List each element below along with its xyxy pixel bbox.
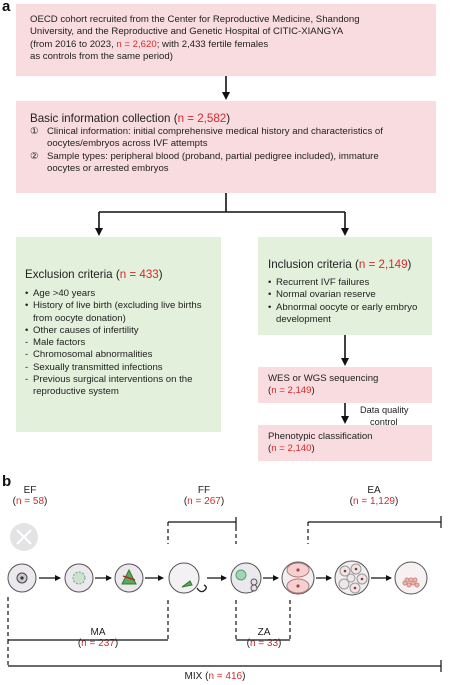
blastocyst-icon — [394, 561, 428, 595]
exclusion-dash: Previous surgical interventions on the r… — [25, 374, 215, 399]
exclusion-n: n = 433 — [119, 268, 159, 281]
cohort-line-3: (from 2016 to 2023, n = 2,620; with 2,43… — [30, 38, 269, 50]
panel-a-label: a — [2, 0, 11, 15]
basic-info-box: Basic information collection (n = 2,582)… — [16, 101, 436, 193]
group-ef-name: EF — [23, 485, 37, 496]
basic-item-1: ① Clinical information: initial comprehe… — [30, 126, 383, 150]
cohort-line-4: as controls from the same period) — [30, 50, 173, 62]
group-ef-label: EF (n = 58) — [2, 485, 58, 507]
group-ma-n-line: (n = 237) — [77, 638, 119, 649]
group-ff-n-line: (n = 267) — [183, 496, 225, 507]
exclusion-box: Exclusion criteria (n = 433) Age >40 yea… — [16, 237, 221, 432]
group-mix-label: MIX (n = 416) — [160, 671, 270, 682]
phenotype-label: Phenotypic classification — [268, 431, 373, 442]
exclusion-bullets: Age >40 years History of live birth (exc… — [25, 288, 215, 337]
basic-info-n: n = 2,582 — [177, 112, 227, 125]
inclusion-n: n = 2,149 — [358, 258, 408, 271]
exclusion-bullet: Age >40 years — [25, 288, 215, 301]
group-mix-n-line: MIX (n = 416) — [184, 671, 246, 682]
exclusion-bullet: Other causes of infertility — [25, 325, 215, 338]
cohort-line-2: University, and the Reproductive and Gen… — [30, 26, 344, 38]
ef-no-oocyte-icon — [10, 523, 38, 551]
wes-label: WES or WGS sequencing — [268, 373, 379, 384]
cohort-n: n = 2,620 — [116, 38, 157, 50]
exclusion-dash: Male factors — [25, 337, 215, 350]
phenotype-n-line: (n = 2,140) — [268, 443, 315, 455]
basic-info-title: Basic information collection (n = 2,582) — [30, 112, 231, 125]
gvbd-oocyte-icon — [64, 563, 94, 593]
gv-oocyte-icon — [7, 563, 37, 593]
exclusion-bullet: History of live birth (excluding live bi… — [25, 300, 215, 325]
basic-item-2: ② Sample types: peripheral blood (proban… — [30, 150, 379, 174]
panel-b-label: b — [2, 473, 12, 490]
phenotype-box: Phenotypic classification (n = 2,140) — [258, 425, 432, 461]
group-ff-label: FF (n = 267) — [172, 485, 236, 507]
two-cell-embryo-icon — [281, 561, 315, 595]
group-ma-label: MA (n = 237) — [68, 627, 128, 649]
group-za-label: ZA (n = 33) — [236, 627, 292, 649]
group-ff-name: FF — [197, 485, 211, 496]
inclusion-bullets: Recurrent IVF failures Normal ovarian re… — [268, 277, 426, 326]
cohort-box: OECD cohort recruited from the Center fo… — [16, 4, 436, 76]
inclusion-bullet: Abnormal oocyte or early embryo developm… — [268, 302, 426, 327]
cohort-line-1: OECD cohort recruited from the Center fo… — [30, 14, 360, 25]
inclusion-title: Inclusion criteria (n = 2,149) — [268, 258, 412, 271]
exclusion-title: Exclusion criteria (n = 433) — [25, 268, 163, 281]
phenotype-n: n = 2,140 — [271, 443, 312, 455]
group-za-n-line: (n = 33) — [246, 638, 282, 649]
group-ef-n-line: (n = 58) — [12, 496, 48, 507]
zygote-icon — [230, 562, 262, 594]
wes-n-line: (n = 2,149) — [268, 385, 315, 397]
inclusion-bullet: Recurrent IVF failures — [268, 277, 426, 290]
data-quality-label: Data quality control — [360, 405, 409, 427]
group-ma-name: MA — [90, 627, 106, 638]
inclusion-box: Inclusion criteria (n = 2,149) Recurrent… — [258, 237, 432, 335]
cleavage-embryo-icon — [334, 560, 370, 596]
wes-n: n = 2,149 — [271, 385, 312, 397]
mi-oocyte-icon — [114, 563, 144, 593]
group-ea-name: EA — [367, 485, 381, 496]
mii-oocyte-sperm-icon — [168, 562, 207, 594]
group-za-name: ZA — [257, 627, 271, 638]
exclusion-dash: Chromosomal abnormalities — [25, 349, 215, 362]
inclusion-bullet: Normal ovarian reserve — [268, 289, 426, 302]
group-ea-label: EA (n = 1,129) — [334, 485, 414, 507]
group-ea-n-line: (n = 1,129) — [349, 496, 399, 507]
wes-box: WES or WGS sequencing (n = 2,149) — [258, 367, 432, 403]
exclusion-dash: Sexually transmitted infections — [25, 362, 215, 375]
exclusion-dashes: Male factors Chromosomal abnormalities S… — [25, 337, 215, 398]
